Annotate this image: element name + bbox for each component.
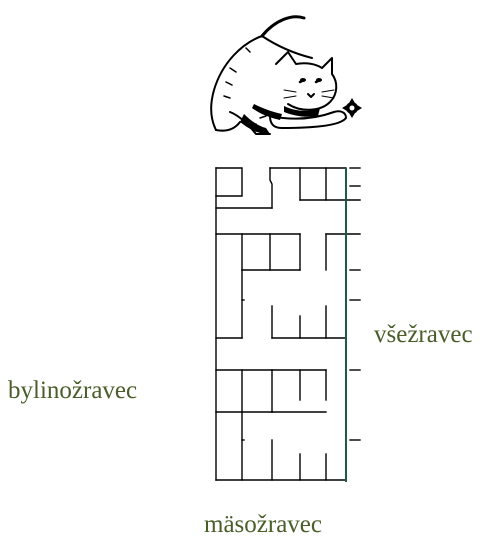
cat-icon — [200, 8, 370, 148]
omnivore-label: všežravec — [374, 322, 473, 347]
carnivore-label: mäsožravec — [204, 512, 322, 537]
maze-diagram — [200, 160, 362, 486]
herbivore-label: bylinožravec — [8, 378, 137, 403]
